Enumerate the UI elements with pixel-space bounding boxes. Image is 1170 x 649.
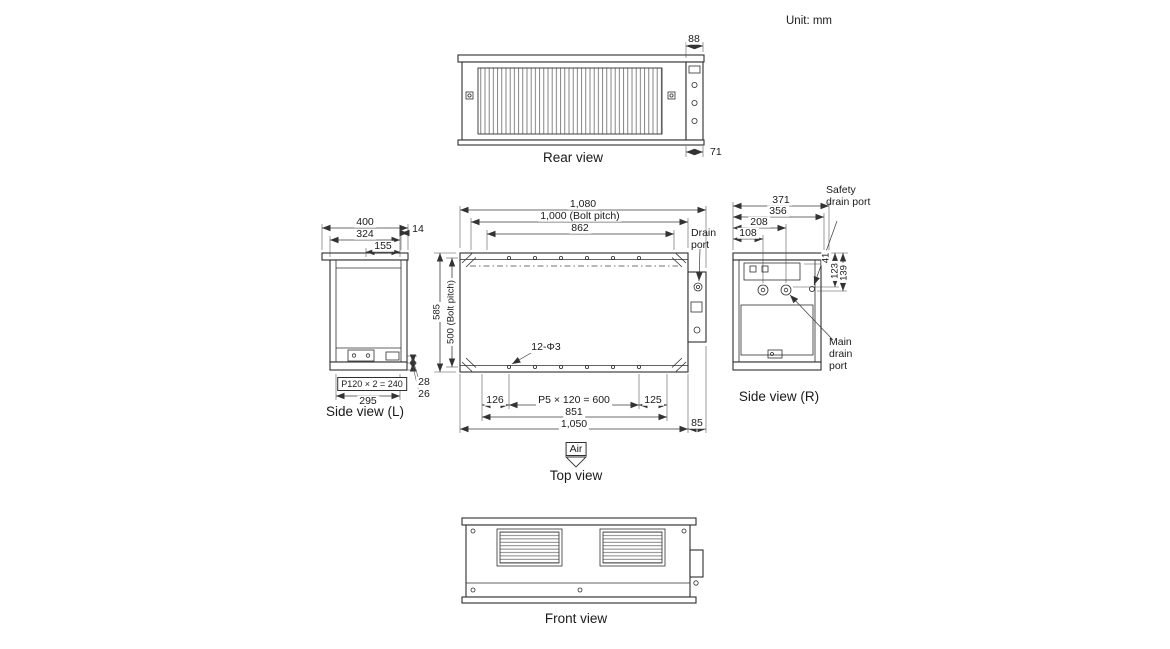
main-drain-port-2-circle — [780, 284, 792, 296]
sider-dim-139: 139 — [838, 263, 850, 283]
rear-louver-grille — [477, 67, 663, 135]
top-dim-862: 862 — [569, 221, 591, 234]
top-dim-1050: 1,050 — [558, 417, 590, 430]
drain-port-circle — [693, 282, 703, 292]
drain-port-label: Drain port — [691, 227, 717, 251]
top-dim-p5: P5 × 120 = 600 — [536, 393, 612, 406]
sider-dim-371: 371 — [770, 193, 792, 206]
top-dim-85: 85 — [689, 416, 705, 429]
top-dim-500: 500 (Bolt pitch) — [445, 278, 457, 346]
sider-dim-356: 356 — [767, 204, 789, 217]
top-dim-1080: 1,080 — [567, 197, 599, 210]
front-grille-right — [602, 531, 663, 564]
sidel-dim-400: 400 — [354, 215, 376, 228]
top-dim-1000: 1,000 (Bolt pitch) — [538, 209, 622, 222]
sidel-dim-155: 155 — [372, 239, 394, 252]
rear-view-label: Rear view — [542, 150, 604, 165]
sidel-dim-26: 26 — [416, 387, 432, 400]
sidel-dim-324: 324 — [354, 227, 376, 240]
air-flow-arrow — [564, 456, 588, 468]
side-view-l-drawing — [321, 224, 420, 400]
side-view-l-label: Side view (L) — [325, 404, 405, 419]
top-dim-585: 585 — [431, 302, 443, 322]
top-dim-125: 125 — [642, 393, 664, 406]
top-dim-126: 126 — [484, 393, 506, 406]
top-dim-851: 851 — [563, 405, 585, 418]
sider-dim-108: 108 — [737, 226, 759, 239]
safety-drain-port-label: Safety drain port — [826, 184, 871, 208]
sidel-dim-28: 28 — [416, 375, 432, 388]
top-view-label: Top view — [549, 468, 603, 483]
bolt-holes — [506, 255, 642, 369]
front-view-label: Front view — [544, 611, 608, 626]
side-view-r-drawing — [732, 202, 848, 371]
safety-drain-port-circle — [809, 285, 816, 292]
rear-dim-71: 71 — [708, 145, 724, 158]
rear-view-drawing — [457, 42, 705, 157]
air-label: Air — [565, 442, 587, 456]
main-drain-port-1-circle — [757, 284, 769, 296]
unit-note: Unit: mm — [786, 15, 832, 27]
main-drain-port-label: Main drain port — [829, 336, 853, 372]
sidel-dim-295: 295 — [357, 394, 379, 407]
front-grille-left — [499, 531, 560, 564]
sidel-dim-14: 14 — [410, 222, 426, 235]
top-view-drawing — [434, 206, 707, 468]
sider-dim-208: 208 — [748, 215, 770, 228]
rear-dim-88: 88 — [686, 32, 702, 45]
side-view-r-label: Side view (R) — [738, 389, 820, 404]
sidel-dim-p120: P120 × 2 = 240 — [337, 377, 407, 391]
front-view-drawing — [461, 517, 704, 604]
top-holes-note: 12-Φ3 — [529, 340, 563, 353]
